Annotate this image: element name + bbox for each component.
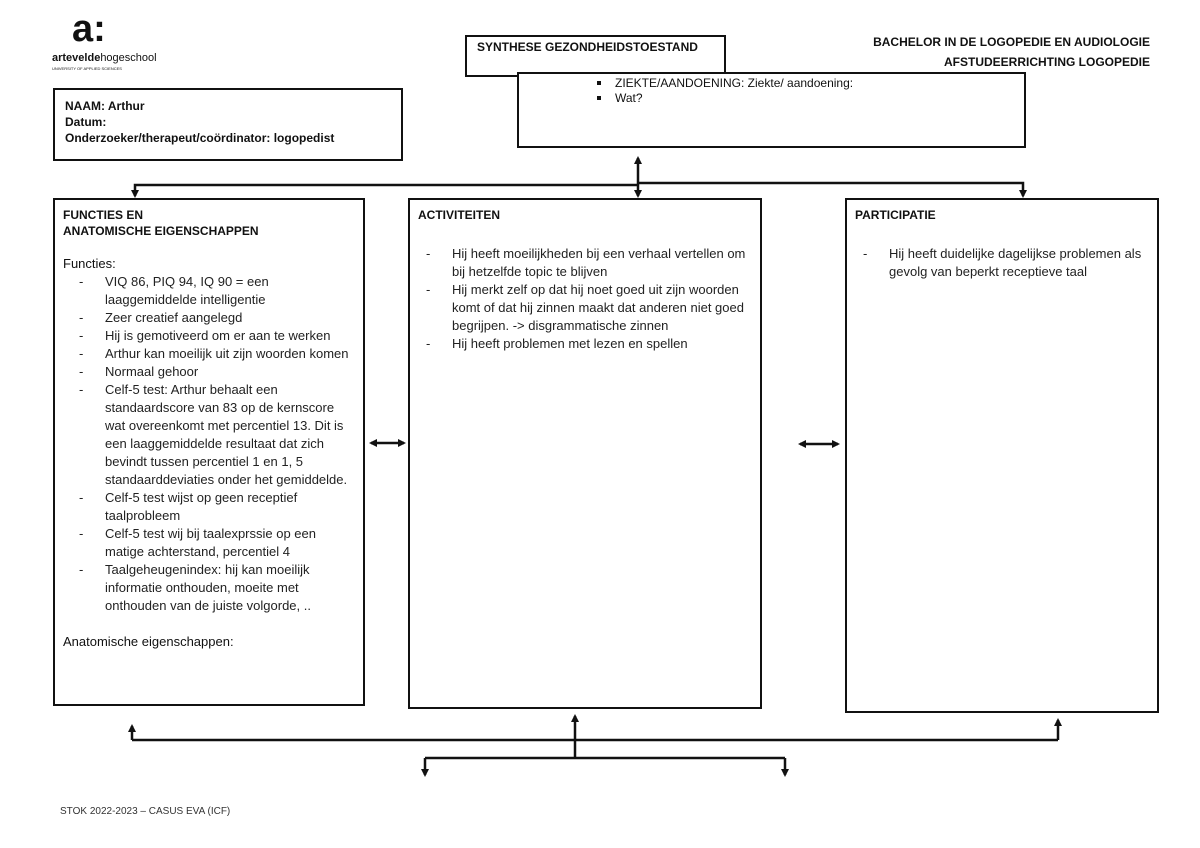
activiteiten-title: ACTIVITEITEN xyxy=(418,208,501,222)
header: BACHELOR IN DE LOGOPEDIE EN AUDIOLOGIE A… xyxy=(873,32,1150,72)
functies-item: Arthur kan moeilijk uit zijn woorden kom… xyxy=(79,345,355,363)
footer: STOK 2022-2023 – CASUS EVA (ICF) xyxy=(60,806,231,817)
logo-name-light: hogeschool xyxy=(100,52,157,64)
functies-subtitle: Functies: xyxy=(63,256,116,271)
logo-mark: a: xyxy=(72,8,106,50)
functies-item: Taalgeheugenindex: hij kan moeilijk info… xyxy=(79,561,355,615)
arrow-top-left xyxy=(131,183,638,198)
participatie-item: Hij heeft duidelijke dagelijkse probleme… xyxy=(863,245,1149,281)
arrow-top-right xyxy=(638,181,1027,198)
logo: a: arteveldehogeschool UNIVERSITY OF APP… xyxy=(50,10,172,72)
activiteiten-item: Hij heeft moeilijkheden bij een verhaal … xyxy=(426,245,752,281)
naam: NAAM: Arthur xyxy=(65,99,145,113)
functies-title-2: ANATOMISCHE EIGENSCHAPPEN xyxy=(63,224,259,238)
header-line2: AFSTUDEERRICHTING LOGOPEDIE xyxy=(943,55,1150,69)
functies-item: Normaal gehoor xyxy=(79,363,355,381)
functies-box: FUNCTIES EN ANATOMISCHE EIGENSCHAPPEN Fu… xyxy=(53,198,365,706)
info-box: NAAM: Arthur Datum: Onderzoeker/therapeu… xyxy=(53,88,403,161)
ziekte-item: ZIEKTE/AANDOENING: Ziekte/ aandoening: xyxy=(597,76,1024,91)
synthese-box: SYNTHESE GEZONDHEIDSTOESTAND xyxy=(465,35,726,77)
functies-item: Celf-5 test: Arthur behaalt een standaar… xyxy=(79,381,355,489)
header-line1: BACHELOR IN DE LOGOPEDIE EN AUDIOLOGIE xyxy=(873,35,1150,49)
functies-item: VIQ 86, PIQ 94, IQ 90 = een laaggemiddel… xyxy=(79,273,355,309)
ziekte-box: ZIEKTE/AANDOENING: Ziekte/ aandoening: W… xyxy=(517,72,1026,148)
functies-item: Celf-5 test wijst op geen receptief taal… xyxy=(79,489,355,525)
datum: Datum: xyxy=(65,115,107,129)
activiteiten-item: Hij heeft problemen met lezen en spellen xyxy=(426,335,752,353)
functies-item: Zeer creatief aangelegd xyxy=(79,309,355,327)
logo-tagline: UNIVERSITY OF APPLIED SCIENCES xyxy=(52,66,122,71)
anatomisch-subtitle: Anatomische eigenschappen: xyxy=(63,634,234,649)
logo-name-bold: artevelde xyxy=(52,52,101,64)
onderzoeker: Onderzoeker/therapeut/coördinator: logop… xyxy=(65,131,335,145)
functies-item: Hij is gemotiveerd om er aan te werken xyxy=(79,327,355,345)
functies-title: FUNCTIES EN xyxy=(63,208,144,222)
activiteiten-box: ACTIVITEITEN Hij heeft moeilijkheden bij… xyxy=(408,198,762,709)
participatie-box: PARTICIPATIE Hij heeft duidelijke dageli… xyxy=(845,198,1159,713)
activiteiten-item: Hij merkt zelf op dat hij noet goed uit … xyxy=(426,281,752,335)
synthese-title: SYNTHESE GEZONDHEIDSTOESTAND xyxy=(477,40,698,54)
ziekte-item: Wat? xyxy=(597,91,1024,106)
participatie-title: PARTICIPATIE xyxy=(855,208,936,222)
functies-item: Celf-5 test wij bij taalexprssie op een … xyxy=(79,525,355,561)
